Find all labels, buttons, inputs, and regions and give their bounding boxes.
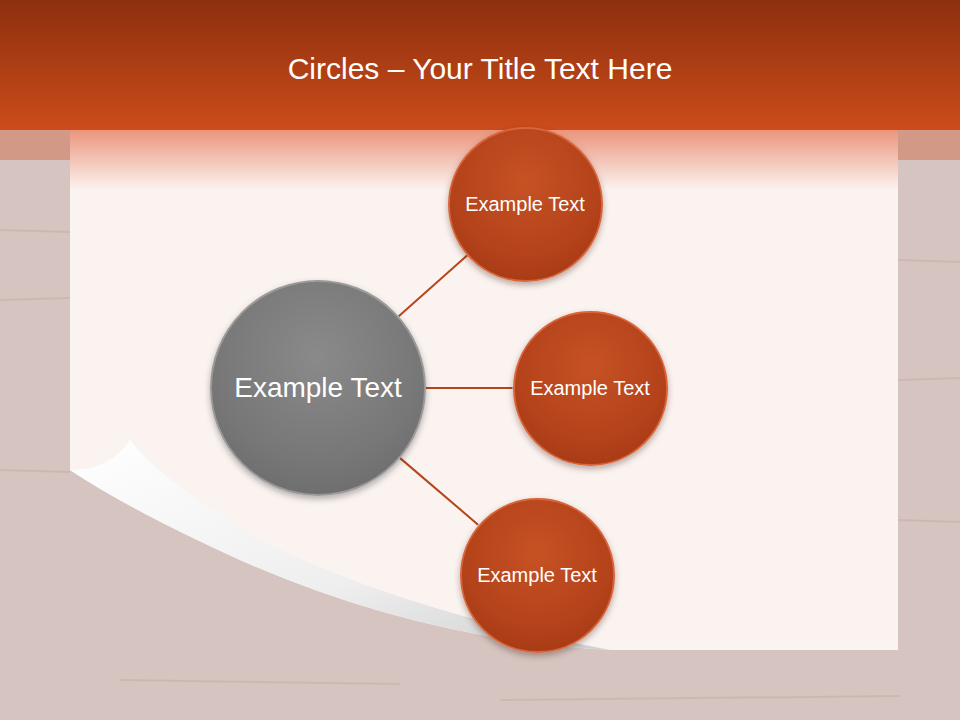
circle-label: Example Text — [224, 367, 412, 409]
branch-circle: Example Text — [448, 127, 603, 282]
branch-circle: Example Text — [513, 311, 668, 466]
connector-line — [426, 387, 513, 389]
hub-circle: Example Text — [210, 280, 426, 496]
circle-label: Example Text — [467, 560, 607, 590]
connector-line — [399, 255, 467, 316]
slide-title: Circles – Your Title Text Here — [0, 52, 960, 86]
circle-label: Example Text — [520, 373, 660, 403]
branch-circle: Example Text — [460, 498, 615, 653]
circle-label: Example Text — [455, 189, 595, 219]
connector-line — [400, 458, 478, 525]
